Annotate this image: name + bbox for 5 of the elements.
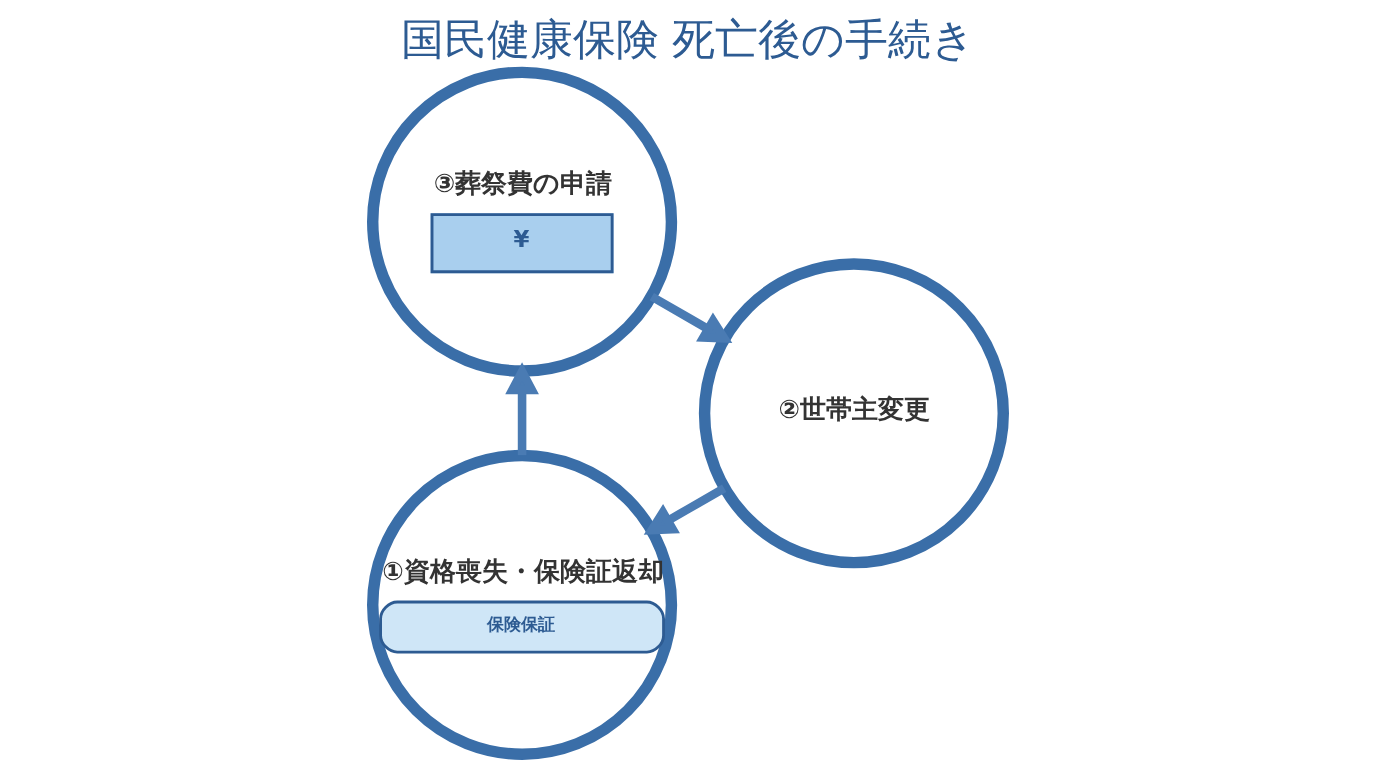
arrow: [649, 292, 733, 344]
arrow: [505, 362, 539, 456]
arrow: [643, 484, 727, 535]
diagram-title: 国民健康保険 死亡後の手続き: [400, 13, 976, 64]
node-circle: ③葬祭費の申請 ¥: [367, 66, 678, 377]
